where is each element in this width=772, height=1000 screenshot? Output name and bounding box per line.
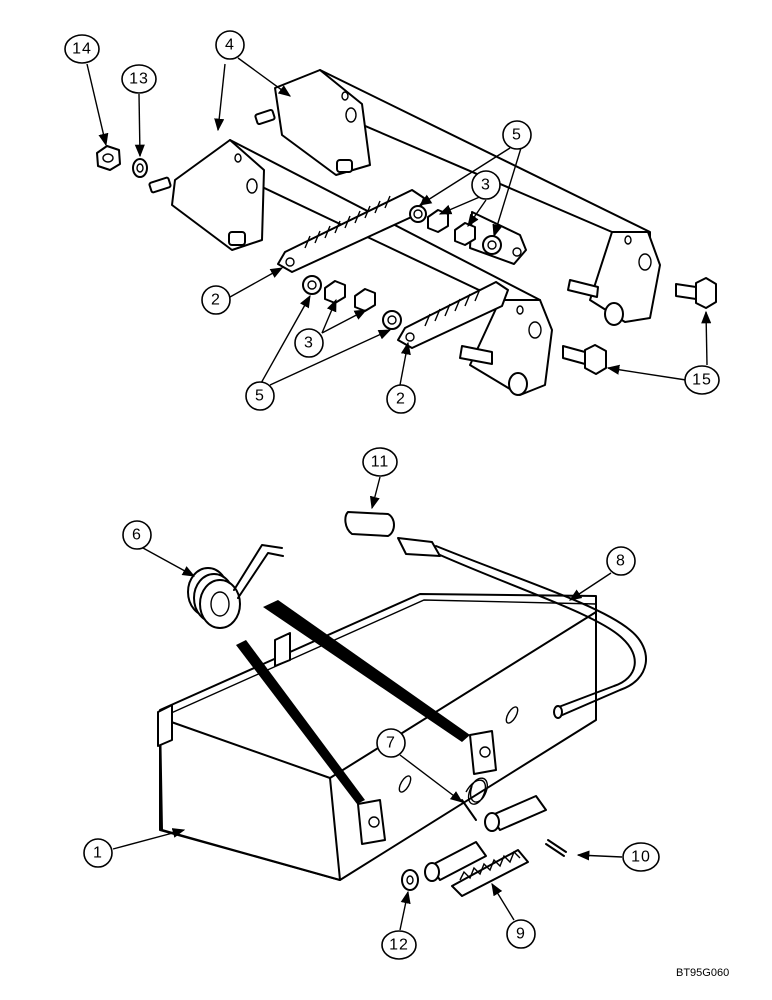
washer-12 <box>401 869 419 891</box>
spring-7 <box>461 777 488 821</box>
callout-label-11: 11 <box>371 454 390 471</box>
callout-label-15: 15 <box>692 372 712 389</box>
adjustment-strap-lower <box>397 281 509 349</box>
callout-5-lower: 5 <box>245 381 275 411</box>
nut-14 <box>96 145 121 171</box>
callout-5-upper: 5 <box>502 120 532 150</box>
callout-label-5-upper: 5 <box>512 127 522 144</box>
callout-11: 11 <box>362 447 398 477</box>
callout-label-2-left: 2 <box>211 292 221 309</box>
latch-rack-9 <box>451 849 529 897</box>
callout-label-3-lower: 3 <box>304 335 314 352</box>
callout-3-lower: 3 <box>294 328 324 358</box>
torsion-spring-6 <box>187 544 284 629</box>
callout-label-7: 7 <box>386 735 396 752</box>
pivot-pins <box>424 795 547 882</box>
callout-3-upper: 3 <box>471 170 501 200</box>
callout-label-13: 13 <box>129 71 149 88</box>
callout-label-1: 1 <box>93 845 103 862</box>
bolt-15-lower <box>562 344 607 375</box>
callout-label-2-right: 2 <box>396 391 406 408</box>
callout-2-left: 2 <box>201 285 231 315</box>
pin-10 <box>545 839 567 857</box>
callout-label-3-upper: 3 <box>481 177 491 194</box>
callout-10: 10 <box>622 842 660 872</box>
callout-label-14: 14 <box>72 41 92 58</box>
rear-bracket <box>254 69 661 326</box>
callout-15: 15 <box>684 365 720 395</box>
hardware-upper-right <box>409 205 502 255</box>
washer-13 <box>132 158 148 178</box>
callout-7: 7 <box>376 728 406 758</box>
callout-9: 9 <box>506 919 536 949</box>
seat-box-mounting-tabs <box>357 706 519 845</box>
callout-label-12: 12 <box>389 937 409 954</box>
handle-cap-11 <box>344 511 395 537</box>
callout-4: 4 <box>215 30 245 60</box>
callout-6: 6 <box>122 520 152 550</box>
callout-2-right: 2 <box>386 384 416 414</box>
figure-code: BT95G060 <box>676 967 729 979</box>
callout-label-10: 10 <box>631 849 651 866</box>
callout-label-9: 9 <box>516 926 526 943</box>
callout-label-8: 8 <box>616 553 626 570</box>
callout-label-5-lower: 5 <box>255 388 265 405</box>
bolt-15-upper <box>675 277 717 309</box>
install-guide-wedges <box>236 600 470 804</box>
callout-label-6: 6 <box>132 527 142 544</box>
callout-label-4: 4 <box>225 37 235 54</box>
callout-1: 1 <box>83 838 113 868</box>
callout-8: 8 <box>606 546 636 576</box>
callout-13: 13 <box>121 64 157 94</box>
callout-12: 12 <box>381 930 417 960</box>
hardware-lower-left <box>302 275 402 330</box>
callout-14: 14 <box>64 34 100 64</box>
latch-handle-8 <box>397 537 647 719</box>
leader-lines <box>86 57 712 931</box>
